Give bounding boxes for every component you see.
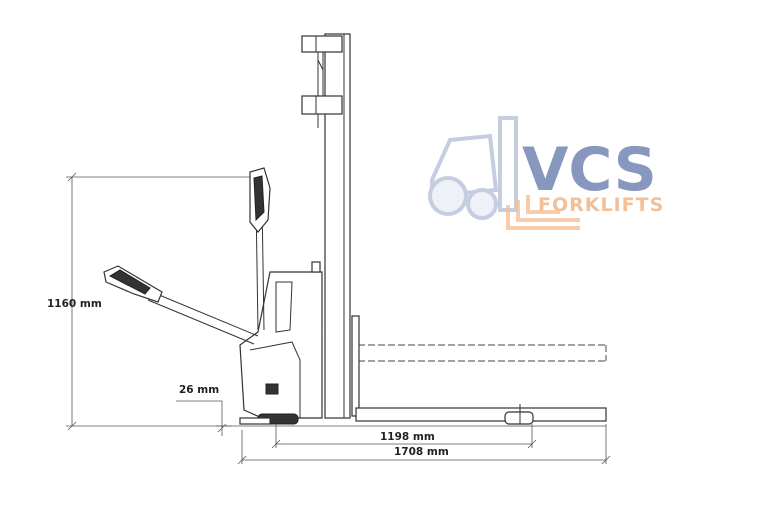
clearance-label: 26 mm bbox=[179, 384, 219, 396]
chassis bbox=[239, 261, 323, 425]
tiller-arm-lowered bbox=[103, 265, 259, 345]
dimension-clearance: 26 mm bbox=[176, 384, 240, 436]
dimension-wheelbase: 1198 mm bbox=[271, 424, 537, 449]
logo-fork-icon bbox=[506, 195, 580, 230]
height-label: 1160 mm bbox=[47, 298, 102, 310]
dimension-height: 1160 mm bbox=[47, 172, 250, 431]
length-label: 1708 mm bbox=[394, 446, 449, 458]
tiller-arm-upright bbox=[249, 167, 271, 331]
forks bbox=[351, 315, 607, 425]
wheelbase-label: 1198 mm bbox=[380, 431, 435, 443]
logo-tagline-text: FORKLIFTS bbox=[538, 194, 664, 216]
vcs-forklifts-logo: VCS FORKLIFTS bbox=[428, 116, 664, 230]
logo-truck-icon bbox=[428, 116, 518, 220]
logo-brand-text: VCS bbox=[522, 135, 657, 205]
mast bbox=[301, 33, 351, 419]
dimension-length: 1708 mm bbox=[237, 424, 611, 465]
